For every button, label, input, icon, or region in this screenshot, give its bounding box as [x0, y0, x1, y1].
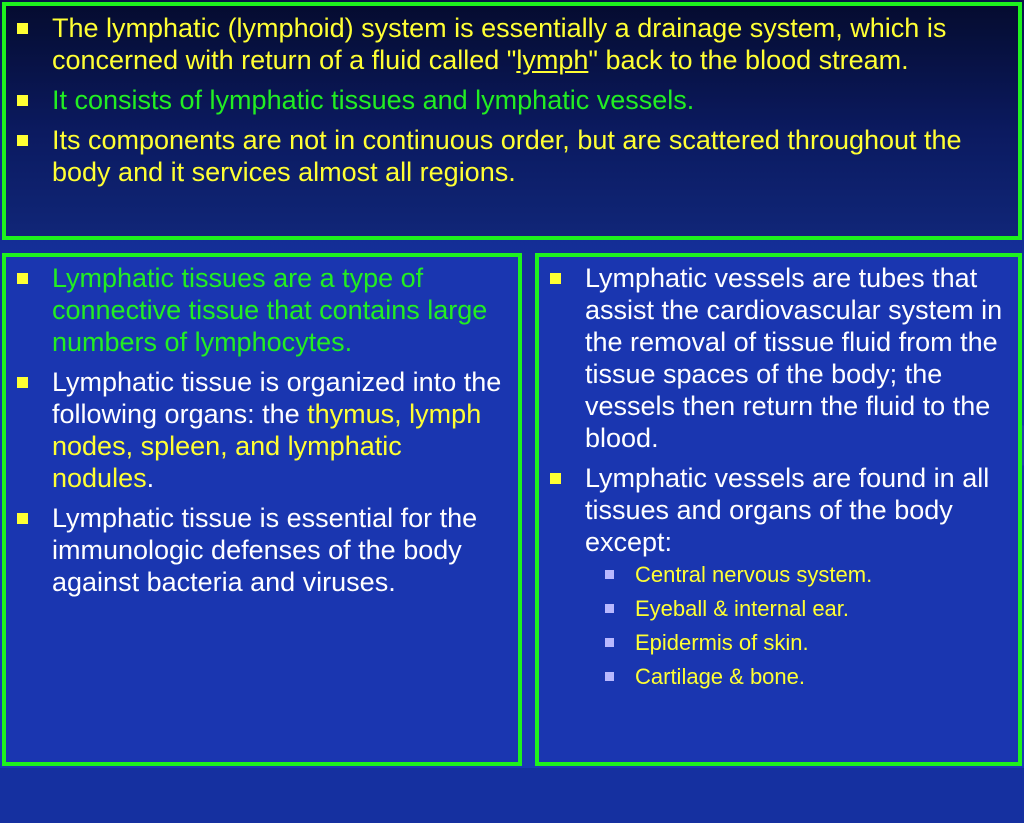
- bullet-text: Lymphatic tissue is organized into the f…: [52, 367, 502, 429]
- square-bullet-icon: [550, 473, 561, 484]
- tissues-bullet-list: Lymphatic tissues are a type of connecti…: [6, 257, 518, 598]
- small-square-bullet-icon: [605, 638, 614, 647]
- square-bullet-icon: [550, 273, 561, 284]
- lymphatic-tissues-box: Lymphatic tissues are a type of connecti…: [2, 253, 522, 766]
- small-square-bullet-icon: [605, 570, 614, 579]
- lymphatic-vessels-box: Lymphatic vessels are tubes that assist …: [535, 253, 1022, 766]
- bullet-text: Lymphatic vessels are tubes that assist …: [585, 263, 1003, 453]
- bullet-text: It consists of lymphatic tissues and lym…: [52, 85, 695, 115]
- lymph-link[interactable]: lymph: [516, 45, 589, 75]
- bullet-text: Lymphatic vessels are found in all tissu…: [585, 463, 990, 557]
- sub-bullet-text: Central nervous system.: [635, 562, 873, 587]
- vessels-bullet-location: Lymphatic vessels are found in all tissu…: [539, 462, 1010, 690]
- tissues-bullet-definition: Lymphatic tissues are a type of connecti…: [6, 262, 510, 358]
- vessels-bullet-definition: Lymphatic vessels are tubes that assist …: [539, 262, 1010, 454]
- vessels-bullet-list: Lymphatic vessels are tubes that assist …: [539, 257, 1018, 690]
- organs-highlight: thymus, lymph nodes, spleen, and lymphat…: [52, 399, 482, 493]
- square-bullet-icon: [17, 273, 28, 284]
- bullet-text: Its components are not in continuous ord…: [52, 125, 962, 187]
- sub-bullet-text: Cartilage & bone.: [635, 664, 805, 689]
- square-bullet-icon: [17, 135, 28, 146]
- bullet-text: Lymphatic tissues are a type of connecti…: [52, 263, 488, 357]
- sub-bullet-cartilage: Cartilage & bone.: [539, 664, 1010, 690]
- bullet-text: Lymphatic tissue is essential for the im…: [52, 503, 478, 597]
- intro-box: The lymphatic (lymphoid) system is essen…: [2, 2, 1022, 240]
- intro-bullet-components: Its components are not in continuous ord…: [6, 124, 1006, 188]
- exceptions-sub-list: Central nervous system. Eyeball & intern…: [539, 562, 1010, 690]
- tissues-bullet-organs: Lymphatic tissue is organized into the f…: [6, 366, 510, 494]
- intro-bullet-consists: It consists of lymphatic tissues and lym…: [6, 84, 1006, 116]
- sub-bullet-text: Epidermis of skin.: [635, 630, 809, 655]
- intro-bullet-list: The lymphatic (lymphoid) system is essen…: [6, 6, 1018, 188]
- small-square-bullet-icon: [605, 604, 614, 613]
- small-square-bullet-icon: [605, 672, 614, 681]
- square-bullet-icon: [17, 377, 28, 388]
- square-bullet-icon: [17, 513, 28, 524]
- bullet-text: .: [146, 463, 155, 493]
- square-bullet-icon: [17, 95, 28, 106]
- sub-bullet-epidermis: Epidermis of skin.: [539, 630, 1010, 656]
- bullet-text: The lymphatic (lymphoid) system is essen…: [52, 13, 947, 75]
- square-bullet-icon: [17, 23, 28, 34]
- sub-bullet-eyeball: Eyeball & internal ear.: [539, 596, 1010, 622]
- sub-bullet-cns: Central nervous system.: [539, 562, 1010, 588]
- bullet-text: " back to the blood stream.: [588, 45, 909, 75]
- intro-bullet-drainage: The lymphatic (lymphoid) system is essen…: [6, 12, 1006, 76]
- sub-bullet-text: Eyeball & internal ear.: [635, 596, 850, 621]
- tissues-bullet-defenses: Lymphatic tissue is essential for the im…: [6, 502, 510, 598]
